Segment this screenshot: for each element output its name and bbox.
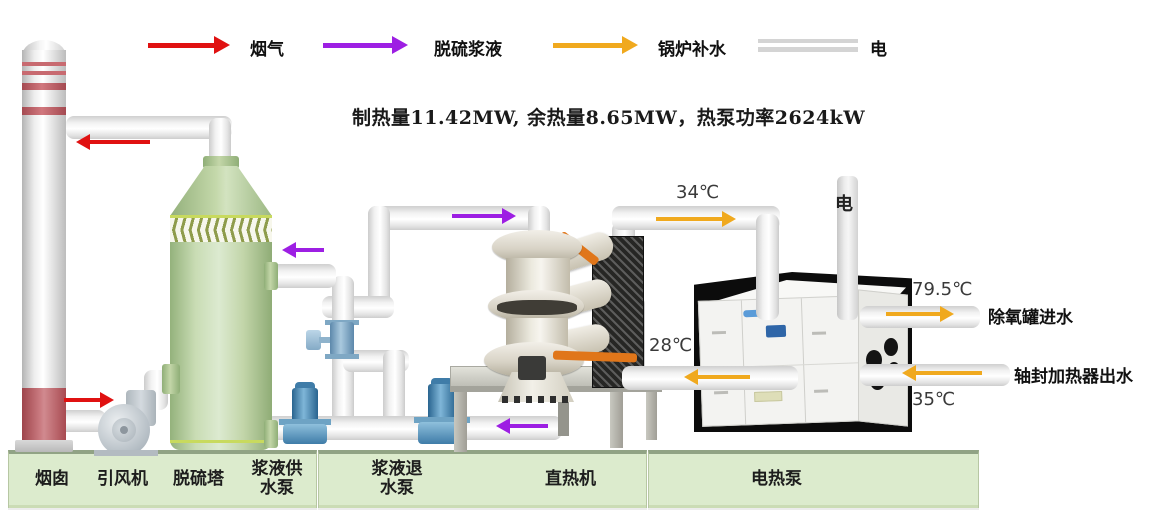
chimney-ring — [22, 62, 66, 66]
shaft-seal-inlet-arrow — [902, 365, 982, 381]
pipe-chimney-to-fan — [56, 410, 106, 432]
panel-handle — [714, 390, 729, 395]
footer-heat-pump-label: 电热泵 — [751, 469, 802, 489]
valve-flange — [325, 354, 359, 359]
pipe-slurry-supply-top — [368, 206, 550, 230]
temp-35-label: 35℃ — [912, 389, 956, 410]
fan-hub — [120, 426, 128, 434]
fan-base — [94, 450, 158, 456]
footer-return-pump-label: 浆液退水泵 — [371, 459, 423, 498]
legend-electric-label: 电 — [870, 40, 887, 60]
footer-group-direct-heater: 浆液退水泵 直热机 — [318, 450, 647, 508]
chimney-body — [22, 50, 66, 450]
machine-motor-block — [518, 356, 546, 380]
valve-stem — [319, 337, 332, 343]
water-34c-arrow — [656, 211, 736, 227]
footer-chimney-label: 烟囱 — [35, 469, 69, 489]
chimney — [15, 40, 73, 452]
control-display — [765, 324, 787, 338]
machine-table-leg — [558, 392, 569, 436]
panel-divider — [740, 300, 747, 425]
tower-body — [170, 242, 272, 450]
deaerator-line-label: 除氧罐进水 — [988, 308, 1073, 328]
footer-tower-label: 脱硫塔 — [173, 469, 224, 489]
tower-demister-chevron — [170, 230, 272, 242]
machine-table-leg — [610, 392, 623, 448]
temp-79-5-label: 79.5℃ — [912, 279, 973, 300]
tower-neck-collar — [203, 156, 239, 169]
pipe-segment — [383, 350, 405, 426]
machine-table-leg — [646, 392, 657, 440]
induced-draft-fan — [94, 388, 164, 458]
pipe-tower-to-chimney — [66, 116, 232, 139]
direct-heating-machine — [445, 225, 670, 457]
chimney-ring — [22, 107, 66, 115]
pump-flange — [414, 417, 470, 423]
legend-slurry-label: 脱硫浆液 — [434, 40, 502, 60]
pump-casing — [283, 424, 327, 444]
footer-direct-heater-label: 直热机 — [545, 469, 596, 489]
pipe-segment — [368, 206, 390, 316]
legend-flue-gas-arrow-icon — [148, 36, 230, 54]
desulfurization-tower — [170, 156, 272, 450]
machine-logo-band — [497, 300, 577, 315]
chimney-ring — [22, 71, 66, 75]
pipe-electric-feed — [837, 176, 858, 320]
tower-upper-stub-collar — [264, 262, 278, 290]
tower-inlet-collar — [162, 364, 180, 394]
legend-makeup-water-label: 锅炉补水 — [658, 40, 726, 60]
footer-group-flue-gas-side: 烟囱 引风机 脱硫塔 浆液供水泵 — [8, 450, 317, 508]
footer-fan-label: 引风机 — [97, 469, 148, 489]
pipe-shaft-seal-inlet — [860, 364, 1010, 386]
valve-handwheel — [306, 330, 321, 350]
tower-lower-stub-collar — [264, 420, 278, 448]
tower-cone — [170, 166, 272, 216]
flue-gas-to-chimney-arrow — [76, 134, 150, 150]
tower-trim-line — [170, 440, 272, 443]
slurry-valve — [300, 318, 360, 360]
machine-table-leg — [454, 392, 467, 452]
panel-label-plate — [754, 391, 783, 402]
panel-handle — [711, 330, 727, 335]
electric-feed-label: 电 — [835, 194, 853, 215]
legend-electric-line-icon — [758, 39, 858, 52]
legend-flue-gas-label: 烟气 — [250, 40, 284, 60]
legend-slurry-arrow-icon — [323, 36, 408, 54]
footer-group-heat-pump: 电热泵 — [648, 450, 979, 508]
temp-34-label: 34℃ — [676, 182, 720, 203]
chimney-base-band — [22, 388, 66, 444]
water-28c-arrow — [684, 369, 750, 385]
slurry-into-tower-arrow — [282, 242, 324, 258]
temp-28-label: 28℃ — [649, 335, 693, 356]
slurry-to-machine-arrow — [452, 208, 516, 224]
pump-motor-cap — [295, 382, 315, 391]
slurry-return-arrow — [496, 418, 548, 434]
footer-supply-pump-label: 浆液供水泵 — [251, 459, 303, 498]
pump-motor-cap — [431, 378, 453, 387]
legend-makeup-water-arrow-icon — [553, 36, 638, 54]
panel-divider — [800, 298, 807, 423]
panel-handle — [812, 331, 827, 335]
pump-flange — [279, 419, 331, 425]
compressor-blob — [884, 338, 898, 356]
deaerator-outlet-arrow — [886, 306, 954, 322]
panel-handle — [814, 389, 829, 393]
chimney-ring — [22, 83, 66, 90]
diagram-title: 制热量11.42MW, 余热量8.65MW，热泵功率2624kW — [352, 107, 866, 129]
pipe-into-heatpump-top — [756, 214, 779, 320]
flue-gas-to-fan-arrow — [64, 392, 114, 408]
tower-trim-line — [170, 215, 272, 218]
shaft-seal-line-label: 轴封加热器出水 — [1014, 367, 1133, 387]
machine-base-bolts — [502, 396, 572, 403]
valve-body — [330, 322, 354, 356]
tower-demister-chevron — [170, 218, 272, 230]
chimney-base-flange — [15, 440, 73, 452]
machine-heat-exchanger-rack — [592, 236, 644, 388]
slurry-supply-pump — [277, 378, 333, 446]
